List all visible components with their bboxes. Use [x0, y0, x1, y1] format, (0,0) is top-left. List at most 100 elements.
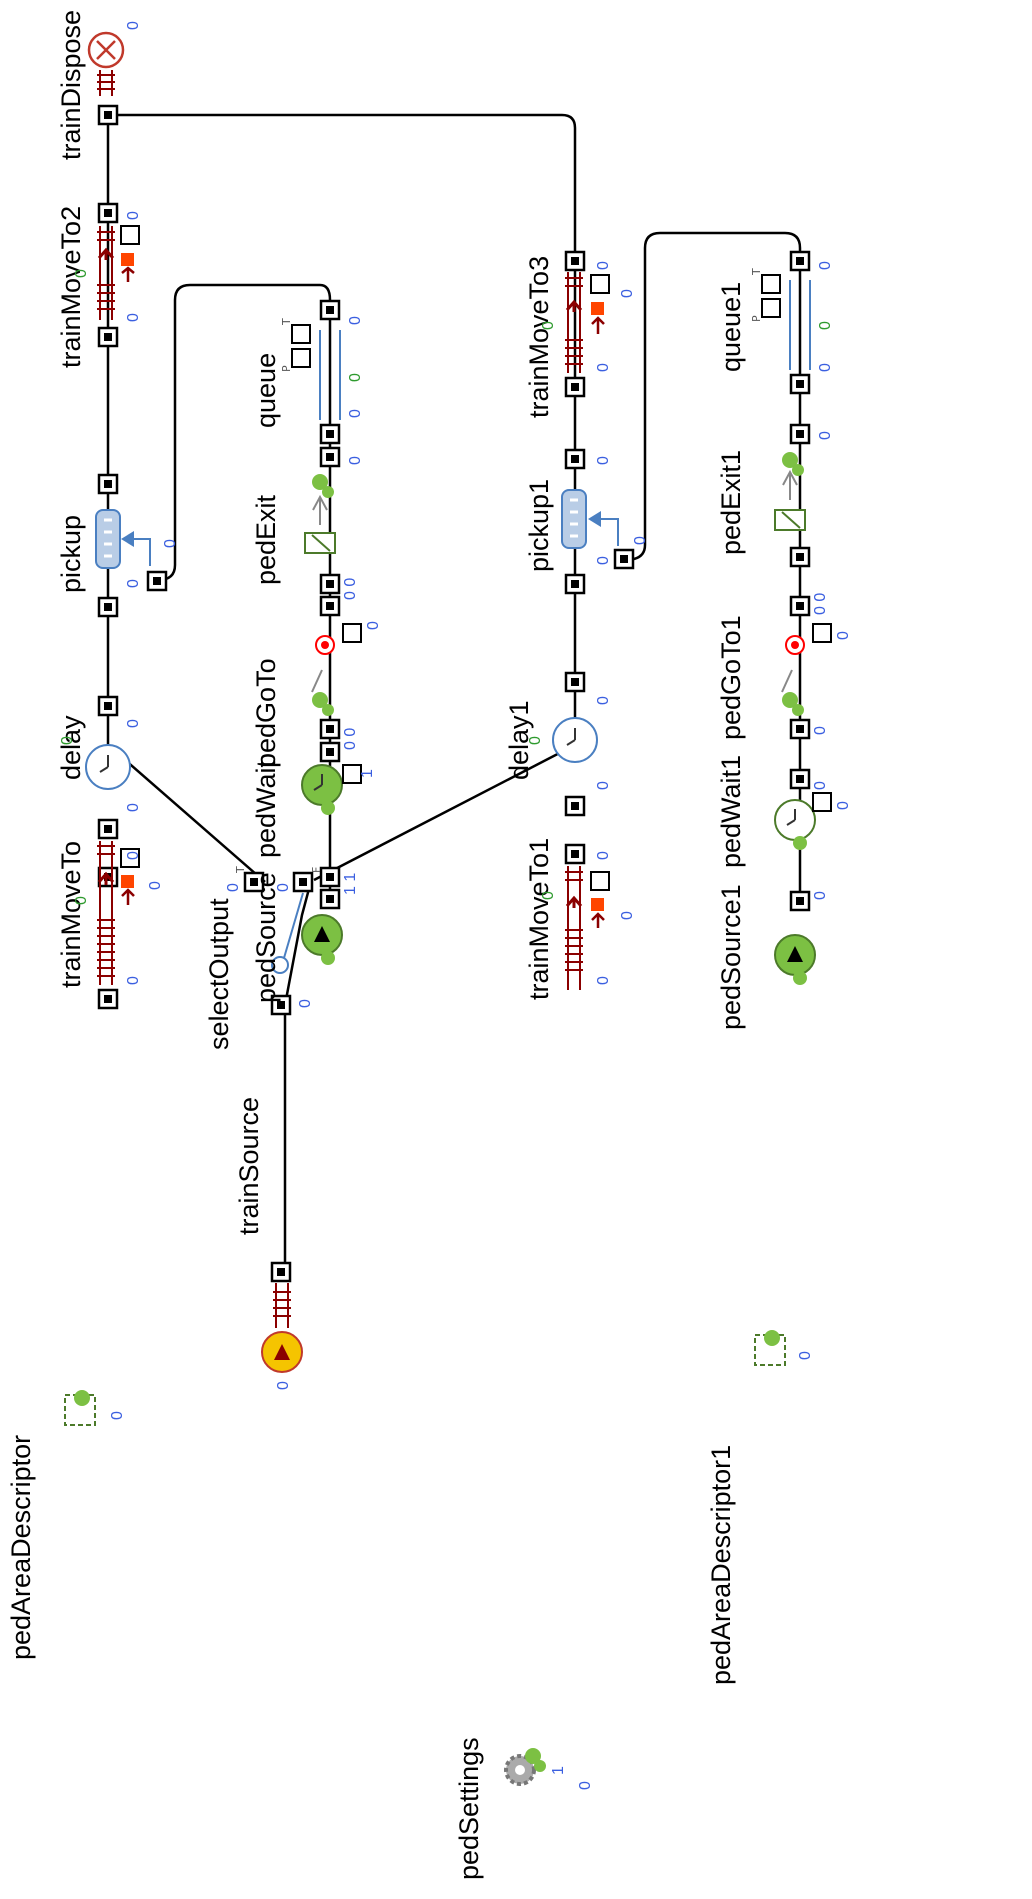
label-pickup-1: pickup1	[524, 479, 554, 572]
wire-pickup-queue[interactable]	[157, 283, 332, 582]
wire-selectoutput-t-trainmoveto[interactable]	[107, 744, 266, 883]
label-queue: queue	[251, 353, 281, 428]
port[interactable]	[319, 423, 341, 445]
checkbox[interactable]	[590, 871, 610, 891]
train-move-to-3-icon[interactable]	[565, 272, 610, 373]
ped-source-1-icon[interactable]	[774, 934, 816, 985]
port[interactable]	[564, 671, 586, 693]
port[interactable]	[319, 573, 341, 595]
port[interactable]	[97, 818, 119, 840]
counter: 0	[595, 851, 612, 860]
checkbox[interactable]	[590, 274, 610, 294]
train-move-to-2-icon[interactable]	[97, 225, 140, 320]
counter: 0	[817, 261, 834, 270]
port[interactable]	[564, 376, 586, 398]
port[interactable]	[789, 546, 811, 568]
counter: 0	[595, 696, 612, 705]
queue-icon[interactable]	[291, 324, 341, 420]
port[interactable]	[97, 326, 119, 348]
port[interactable]	[319, 741, 341, 763]
port[interactable]	[97, 473, 119, 495]
checkbox[interactable]	[761, 298, 781, 318]
port[interactable]	[97, 596, 119, 618]
counter: 0	[595, 363, 612, 372]
port[interactable]	[319, 446, 341, 468]
port[interactable]	[319, 718, 341, 740]
port[interactable]	[243, 871, 265, 893]
ped-wait-1-icon[interactable]	[774, 792, 832, 850]
select-output-icon[interactable]	[271, 892, 304, 974]
port[interactable]	[292, 871, 314, 893]
ped-settings-gear-icon[interactable]	[504, 1748, 546, 1786]
checkbox[interactable]	[812, 792, 832, 812]
checkbox[interactable]	[342, 623, 362, 643]
ports	[97, 104, 811, 1283]
port[interactable]	[319, 299, 341, 321]
port[interactable]	[789, 373, 811, 395]
port[interactable]	[564, 448, 586, 470]
label-queue-1: queue1	[716, 282, 746, 372]
checkbox[interactable]	[812, 623, 832, 643]
counter: 0	[595, 456, 612, 465]
port[interactable]	[789, 250, 811, 272]
port[interactable]	[613, 548, 635, 570]
counter: 0	[73, 269, 90, 278]
port[interactable]	[319, 595, 341, 617]
ped-source-icon[interactable]	[301, 914, 343, 965]
port[interactable]	[97, 202, 119, 224]
ped-exit-1-icon[interactable]	[774, 452, 806, 531]
port[interactable]	[270, 994, 292, 1016]
delay-1-icon[interactable]	[552, 717, 598, 763]
checkbox[interactable]	[291, 348, 311, 368]
port[interactable]	[789, 423, 811, 445]
port[interactable]	[789, 890, 811, 912]
counter: 0	[162, 539, 179, 548]
ped-area-descriptor-icon[interactable]	[64, 1390, 96, 1426]
counter: 0	[577, 1781, 594, 1790]
wire-selectoutput-f-trainmoveto1[interactable]	[313, 743, 576, 882]
port[interactable]	[97, 104, 119, 126]
port[interactable]	[270, 1261, 292, 1283]
train-dispose-icon[interactable]	[87, 31, 125, 96]
queue-1-icon[interactable]	[761, 274, 811, 370]
port[interactable]	[789, 718, 811, 740]
port[interactable]	[97, 988, 119, 1010]
port[interactable]	[319, 888, 341, 910]
port[interactable]	[564, 843, 586, 865]
port[interactable]	[564, 250, 586, 272]
wire-pickup1-queue1[interactable]	[624, 231, 802, 562]
port-letter-f: F	[310, 867, 323, 873]
port[interactable]	[319, 866, 341, 888]
port[interactable]	[564, 795, 586, 817]
port[interactable]	[564, 573, 586, 595]
label-train-move-to-2: trainMoveTo2	[56, 206, 86, 368]
ped-exit-icon[interactable]	[304, 474, 336, 554]
checkbox[interactable]	[120, 848, 140, 868]
ped-go-to-1-icon[interactable]	[781, 623, 832, 716]
checkbox[interactable]	[291, 324, 311, 344]
pickup-icon[interactable]	[95, 509, 151, 569]
checkbox[interactable]	[761, 274, 781, 294]
counter: 0	[125, 21, 142, 30]
port[interactable]	[97, 695, 119, 717]
train-move-to-icon[interactable]	[97, 841, 140, 985]
port[interactable]	[146, 570, 168, 592]
port[interactable]	[789, 768, 811, 790]
counter: 1	[359, 769, 376, 778]
label-pickup: pickup	[56, 515, 86, 593]
wire-selectoutput-switch[interactable]	[283, 884, 312, 1006]
ped-go-to-icon[interactable]	[311, 623, 362, 716]
port[interactable]	[789, 595, 811, 617]
train-source-icon[interactable]	[261, 1283, 303, 1373]
ped-wait-icon[interactable]	[301, 764, 362, 815]
wire-trainmoveto3-traindispose[interactable]	[108, 113, 577, 745]
delay-icon[interactable]	[85, 744, 131, 790]
ped-area-descriptor-1-icon[interactable]	[754, 1330, 786, 1366]
counter: 0	[812, 891, 829, 900]
checkbox[interactable]	[120, 225, 140, 245]
pickup-1-icon[interactable]	[561, 489, 619, 549]
train-move-to-1-icon[interactable]	[565, 866, 610, 990]
counter: 0	[595, 261, 612, 270]
checkbox[interactable]	[342, 764, 362, 784]
